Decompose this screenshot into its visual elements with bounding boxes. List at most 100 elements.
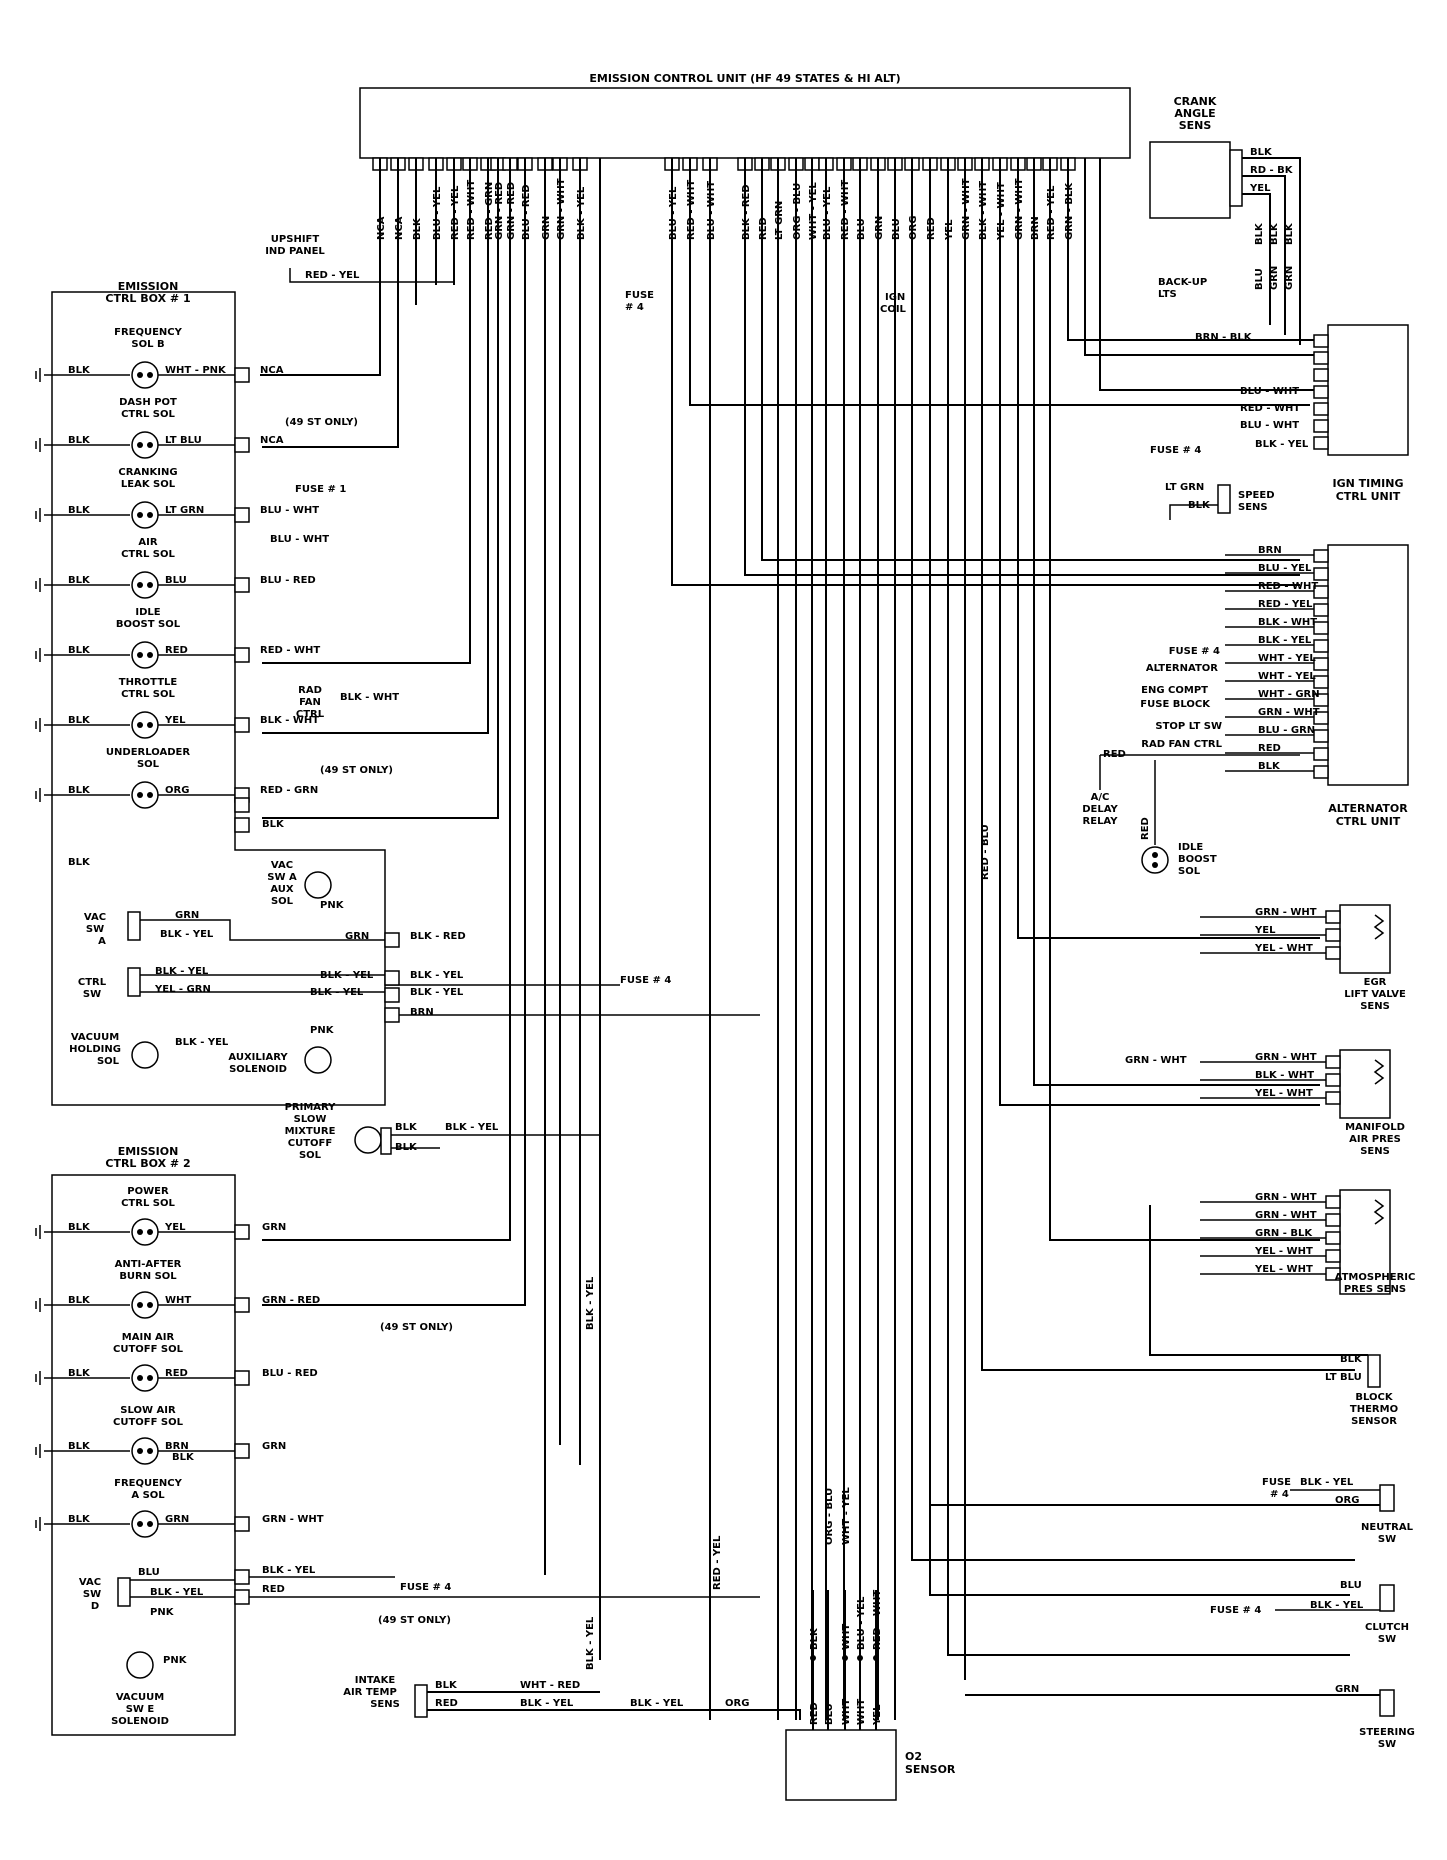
box1-item-right-6: ORG bbox=[165, 785, 189, 796]
intake-wire-5: ORG bbox=[725, 1698, 749, 1709]
ecu-pin-label-right-0: BLK - RED bbox=[741, 184, 752, 240]
o2-splice-dot bbox=[857, 1655, 863, 1661]
ac-wire: RED bbox=[1103, 749, 1126, 760]
box1-item-right-0: WHT - PNK bbox=[165, 365, 227, 376]
neutral-wire-1: ORG bbox=[1335, 1495, 1359, 1506]
solenoid-pin bbox=[137, 722, 143, 728]
ecu-pin-label-left-5: RED - WHT bbox=[466, 180, 477, 240]
ground-icon bbox=[35, 1444, 41, 1458]
red-blu-label: RED - BLU bbox=[980, 824, 991, 880]
box1-item-right-1: LT BLU bbox=[165, 435, 202, 446]
solenoid-icon bbox=[131, 501, 159, 529]
o2-upper-label-3: RED - WHT bbox=[872, 1590, 883, 1650]
box1-item-out-6: RED - GRN bbox=[260, 785, 318, 796]
egr-wire-label-0: GRN - WHT bbox=[1255, 907, 1317, 918]
ign-wire-4: BLK - YEL bbox=[1255, 439, 1309, 450]
box1-wire-label-6: PNK bbox=[310, 1025, 335, 1036]
alt-pin bbox=[1313, 747, 1329, 761]
o2-upper2-label-0: ORG - BLU bbox=[824, 1488, 835, 1545]
box1-item-out-0: NCA bbox=[260, 365, 284, 376]
box2-item-out-1: GRN - RED bbox=[262, 1295, 320, 1306]
ecu-pin-label-right-18: RED - YEL bbox=[1046, 185, 1057, 240]
box1-item-out-4: RED - WHT bbox=[260, 645, 320, 656]
ecu-pin-label-left-1: NCA bbox=[394, 216, 405, 240]
box1-extra-1: BLK bbox=[262, 819, 285, 830]
o2-wire-label-3: WHT bbox=[856, 1699, 867, 1725]
upshift-wire: RED - YEL bbox=[305, 270, 360, 281]
box2-item-connector bbox=[234, 1516, 250, 1532]
intake-wire-4: BLK - YEL bbox=[630, 1698, 684, 1709]
box1-item-connector bbox=[234, 647, 250, 663]
alt-pin bbox=[1313, 675, 1329, 689]
atmos-pin bbox=[1325, 1195, 1341, 1209]
alt-pin bbox=[1313, 711, 1329, 725]
o2-upper2-label-1: WHT - YEL bbox=[841, 1487, 852, 1545]
box2-item-left-2: BLK bbox=[68, 1368, 91, 1379]
ecu-pin-label-mid-2: BLU - WHT bbox=[706, 181, 717, 240]
ground-icon bbox=[35, 508, 41, 522]
ecu-pin-label-mid-1: RED - WHT bbox=[686, 180, 697, 240]
intake-wire-0: BLK bbox=[435, 1680, 458, 1691]
solenoid-pin bbox=[137, 652, 143, 658]
box1-extra-3: (49 ST ONLY) bbox=[285, 417, 358, 428]
alt-pin bbox=[1313, 693, 1329, 707]
box2-wire-label-6: RED bbox=[262, 1584, 285, 1595]
ecu-pin-label-right-1: RED bbox=[758, 217, 769, 240]
box1-item-right-4: RED bbox=[165, 645, 188, 656]
solenoid-pin bbox=[147, 792, 153, 798]
alt-wire-label-6: WHT - YEL bbox=[1258, 653, 1316, 664]
solenoid-icon bbox=[131, 1364, 159, 1392]
box1-connector bbox=[384, 1007, 400, 1023]
box1-item-left-3: BLK bbox=[68, 575, 91, 586]
vert-label-0: BLK - YEL bbox=[585, 1276, 596, 1330]
clutch-wire-0: BLU bbox=[1340, 1580, 1362, 1591]
box1-extra-7: (49 ST ONLY) bbox=[320, 765, 393, 776]
ecu-pin-label-right-8: GRN bbox=[874, 216, 885, 240]
box2-item-right-1: WHT bbox=[165, 1295, 191, 1306]
primary-wire-2: BLK - YEL bbox=[445, 1122, 499, 1133]
box1-wire-label-8: BLK - RED bbox=[410, 931, 466, 942]
ign-pin bbox=[1313, 402, 1329, 416]
o2-splice-dot bbox=[810, 1655, 816, 1661]
egr-pin bbox=[1325, 946, 1341, 960]
solenoid-pin bbox=[147, 442, 153, 448]
manifold-pin bbox=[1325, 1073, 1341, 1087]
atmos-wire-label-3: YEL - WHT bbox=[1254, 1246, 1313, 1257]
solenoid-pin bbox=[137, 792, 143, 798]
box2-item-out-0: GRN bbox=[262, 1222, 286, 1233]
ground-icon bbox=[35, 1298, 41, 1312]
box1-item-left-5: BLK bbox=[68, 715, 91, 726]
solenoid-pin bbox=[147, 1521, 153, 1527]
solenoid-icon bbox=[131, 1437, 159, 1465]
box2-item-right-2: RED bbox=[165, 1368, 188, 1379]
solenoid-icon bbox=[131, 711, 159, 739]
o2-splice-dot bbox=[842, 1655, 848, 1661]
egr-sensor-body bbox=[1339, 904, 1391, 974]
solenoid-pin bbox=[137, 1448, 143, 1454]
box1-item-out-2: BLU - WHT bbox=[260, 505, 319, 516]
solenoid-pin bbox=[137, 442, 143, 448]
crank-vert-1: BLK bbox=[1269, 222, 1280, 245]
o2-upper-label-1: WHT bbox=[841, 1624, 852, 1650]
clutch-fuse: FUSE # 4 bbox=[1210, 1605, 1261, 1616]
manifold-wire-label-1: BLK - WHT bbox=[1255, 1070, 1314, 1081]
ecu-pin-label-right-5: BLU - YEL bbox=[822, 186, 833, 240]
ign-pin bbox=[1313, 385, 1329, 399]
